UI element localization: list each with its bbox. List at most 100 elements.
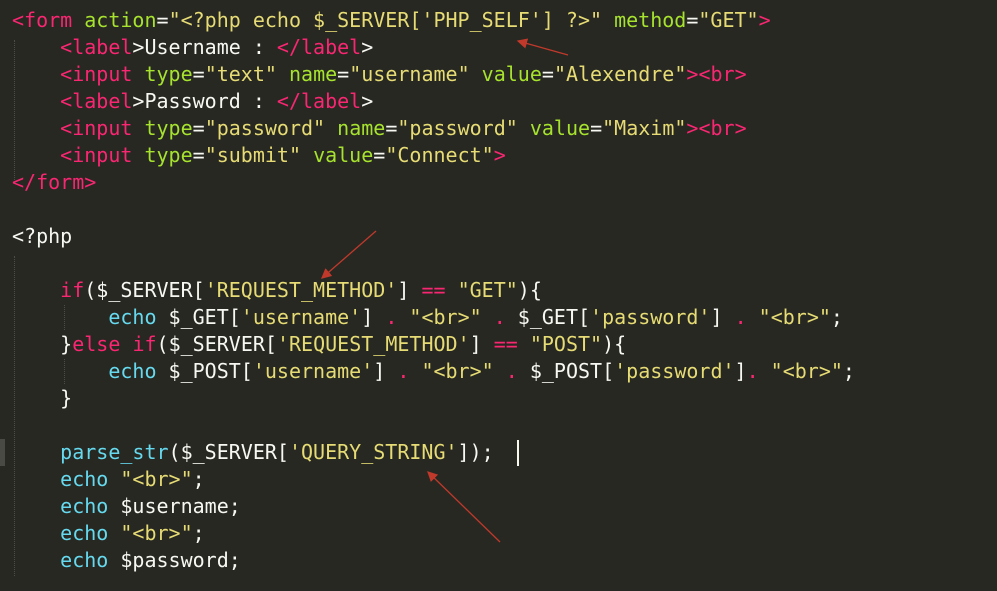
code-token: "GET" xyxy=(698,8,759,32)
code-line[interactable]: parse_str($_SERVER['QUERY_STRING']); xyxy=(12,439,494,466)
code-token: method xyxy=(614,8,687,32)
code-token: = xyxy=(192,143,205,167)
code-line[interactable]: echo $password; xyxy=(12,547,241,574)
code-line[interactable]: <form action="<?php echo $_SERVER['PHP_S… xyxy=(12,7,771,34)
indent-guide xyxy=(64,305,65,330)
code-token: > xyxy=(734,62,747,86)
code-token: echo xyxy=(108,305,157,329)
code-line[interactable]: <label>Password : </label> xyxy=(12,88,373,115)
code-line[interactable]: <input type="text" name="username" value… xyxy=(12,61,747,88)
code-token: if xyxy=(132,332,157,356)
code-token: </label xyxy=(276,35,362,59)
text-cursor xyxy=(517,440,519,466)
code-token: . xyxy=(385,305,398,329)
code-token: ] xyxy=(361,305,386,329)
code-token: } xyxy=(12,332,73,356)
code-line[interactable]: <?php xyxy=(12,223,72,250)
code-token: 'username' xyxy=(240,305,362,329)
code-token: <br xyxy=(698,62,735,86)
code-token: = xyxy=(192,62,205,86)
code-token: > xyxy=(84,170,97,194)
code-token: else xyxy=(72,332,121,356)
code-token: <input xyxy=(60,143,133,167)
code-token: "POST" xyxy=(529,332,603,356)
code-token: "<br>" xyxy=(421,359,494,383)
indent-guide xyxy=(14,40,15,180)
code-token: echo xyxy=(60,548,109,572)
code-token: ){ xyxy=(602,332,627,356)
code-token: == xyxy=(421,278,446,302)
code-line[interactable]: echo $username; xyxy=(12,493,241,520)
code-token: ] xyxy=(373,359,398,383)
current-line-gutter-marker xyxy=(0,439,5,466)
code-token: ] xyxy=(734,359,747,383)
code-token: 'QUERY_STRING' xyxy=(288,440,458,464)
code-token: ] xyxy=(397,278,422,302)
code-token: >Password : xyxy=(132,89,277,113)
code-token: "submit" xyxy=(204,143,302,167)
code-token: value xyxy=(529,116,591,140)
code-line[interactable]: echo "<br>"; xyxy=(12,520,205,547)
code-token: = xyxy=(590,116,603,140)
code-token: == xyxy=(493,332,518,356)
code-token: > xyxy=(361,35,374,59)
code-line[interactable]: echo $_GET['username'] . "<br>" . $_GET[… xyxy=(12,304,843,331)
code-token: $_POST[ xyxy=(156,359,253,383)
code-token: $password; xyxy=(108,548,241,572)
code-token: "password" xyxy=(397,116,518,140)
code-token: . xyxy=(734,305,747,329)
code-token: <form xyxy=(12,8,73,32)
code-token: = xyxy=(192,116,205,140)
code-token: echo xyxy=(60,494,109,518)
code-token: ; xyxy=(192,521,205,545)
code-token: } xyxy=(12,386,73,410)
code-token: ; xyxy=(830,305,843,329)
code-token: "<br>" xyxy=(770,359,843,383)
code-token: parse_str xyxy=(60,440,169,464)
code-token: "<br>" xyxy=(758,305,831,329)
code-token: . xyxy=(397,359,410,383)
code-token: ]); xyxy=(457,440,494,464)
code-token: value xyxy=(481,62,542,86)
code-token: if xyxy=(60,278,85,302)
code-token: ; xyxy=(192,467,205,491)
code-token: > xyxy=(686,116,699,140)
code-token: ($_SERVER[ xyxy=(156,332,277,356)
code-line[interactable]: echo "<br>"; xyxy=(12,466,205,493)
code-token: <input xyxy=(60,116,133,140)
code-token: ($_SERVER[ xyxy=(168,440,289,464)
code-token: 'REQUEST_METHOD' xyxy=(204,278,398,302)
annotation-arrow-query-string xyxy=(427,471,501,543)
code-line[interactable]: }else if($_SERVER['REQUEST_METHOD'] == "… xyxy=(12,331,626,358)
code-token: name xyxy=(337,116,386,140)
code-line[interactable]: <input type="submit" value="Connect"> xyxy=(12,142,506,169)
code-token: ] xyxy=(469,332,494,356)
code-token: type xyxy=(144,143,193,167)
code-token: $_GET[ xyxy=(505,305,591,329)
code-line[interactable]: <label>Username : </label> xyxy=(12,34,373,61)
code-line[interactable]: echo $_POST['username'] . "<br>" . $_POS… xyxy=(12,358,855,385)
code-line[interactable]: if($_SERVER['REQUEST_METHOD'] == "GET"){ xyxy=(12,277,542,304)
code-token: 'password' xyxy=(614,359,735,383)
code-line[interactable]: <input type="password" name="password" v… xyxy=(12,115,746,142)
code-token: = xyxy=(541,62,554,86)
code-token: > xyxy=(758,8,771,32)
code-token: . xyxy=(746,359,759,383)
code-token: = xyxy=(337,62,350,86)
indent-guide xyxy=(64,359,65,384)
code-line[interactable]: </form> xyxy=(12,169,96,196)
code-token: = xyxy=(156,8,169,32)
indent-guide xyxy=(14,256,15,576)
annotation-arrow-request-method xyxy=(321,230,377,279)
annotation-arrow-php-self xyxy=(516,38,569,56)
code-token: "<?php echo $_SERVER['PHP_SELF'] ?>" xyxy=(168,8,603,32)
code-token: $_GET[ xyxy=(156,305,241,329)
code-line[interactable]: } xyxy=(12,385,72,412)
code-token: type xyxy=(144,62,193,86)
code-token: "<br>" xyxy=(120,521,193,545)
code-token: > xyxy=(361,89,374,113)
code-token: <label xyxy=(60,89,133,113)
code-token: = xyxy=(373,143,386,167)
